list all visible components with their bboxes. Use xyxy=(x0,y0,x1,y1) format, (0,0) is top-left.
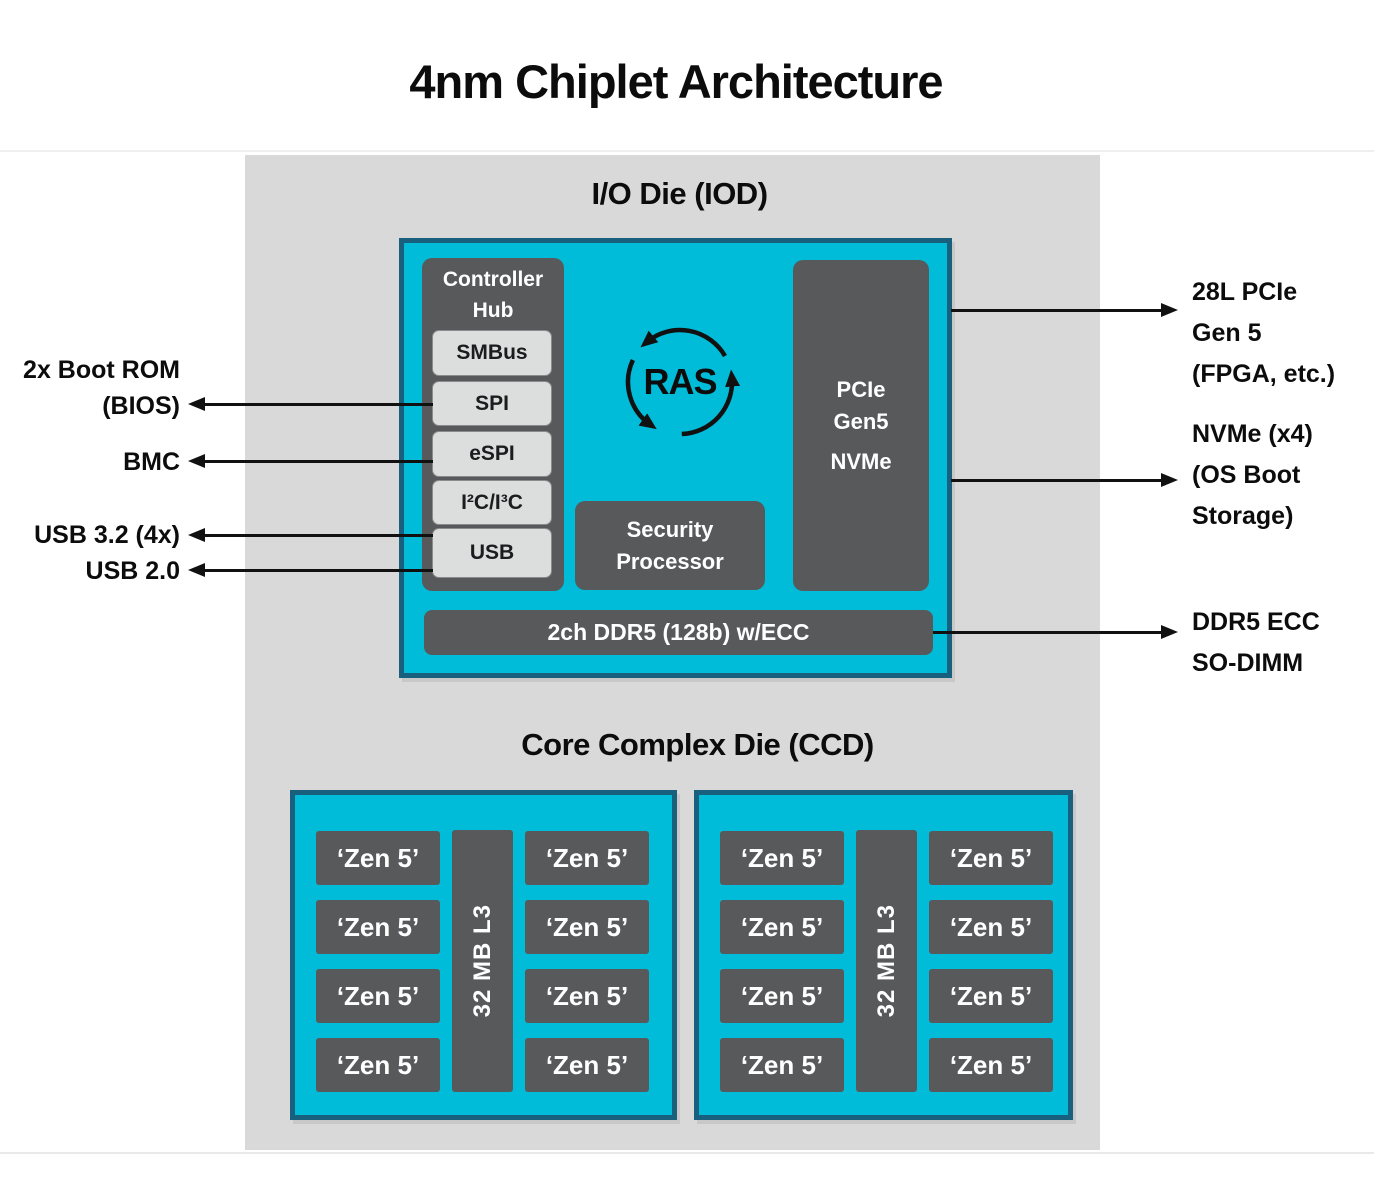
controller-hub-block: Controller Hub SMBus SPI eSPI I²C/I³C US… xyxy=(422,258,564,591)
security-processor-block: Security Processor xyxy=(575,501,765,590)
zen5-core: ‘Zen 5’ xyxy=(720,900,844,954)
ras-label: RAS xyxy=(643,361,717,402)
label-bmc: BMC xyxy=(123,448,180,476)
processor-line: Processor xyxy=(616,548,724,574)
zen5-core: ‘Zen 5’ xyxy=(720,969,844,1023)
ccd-heading: Core Complex Die (CCD) xyxy=(521,727,874,762)
arrow-boot-rom xyxy=(188,397,433,411)
zen5-core: ‘Zen 5’ xyxy=(316,969,440,1023)
divider-top xyxy=(0,150,1374,152)
port-espi: eSPI xyxy=(433,432,551,476)
label-pcie-gen5: 28L PCIe Gen 5 (FPGA, etc.) xyxy=(1192,278,1336,388)
l3-cache-bar: 32 MB L3 xyxy=(452,830,513,1092)
label-usb-20: USB 2.0 xyxy=(85,557,180,585)
nvme-line: NVMe xyxy=(830,448,892,474)
zen5-core: ‘Zen 5’ xyxy=(525,900,649,954)
label-nvme-x4: NVMe (x4) (OS Boot Storage) xyxy=(1192,420,1313,530)
zen5-core: ‘Zen 5’ xyxy=(525,831,649,885)
pcie-line: PCIe xyxy=(836,376,886,402)
zen5-core: ‘Zen 5’ xyxy=(316,1038,440,1092)
ccd-box-2: ‘Zen 5’ ‘Zen 5’ ‘Zen 5’ ‘Zen 5’ 32 MB L3… xyxy=(694,790,1073,1120)
arrow-usb-32 xyxy=(188,528,433,542)
zen5-core: ‘Zen 5’ xyxy=(525,1038,649,1092)
arrow-nvme xyxy=(951,473,1178,487)
port-spi: SPI xyxy=(433,382,551,425)
zen5-core: ‘Zen 5’ xyxy=(929,900,1053,954)
port-i2c-i3c: I²C/I³C xyxy=(433,481,551,524)
ccd-box-1: ‘Zen 5’ ‘Zen 5’ ‘Zen 5’ ‘Zen 5’ 32 MB L3… xyxy=(290,790,677,1120)
security-line: Security xyxy=(626,516,714,542)
circular-arrows-icon xyxy=(625,327,741,437)
zen5-core: ‘Zen 5’ xyxy=(316,831,440,885)
port-smbus: SMBus xyxy=(433,331,551,375)
l3-cache-bar: 32 MB L3 xyxy=(856,830,917,1092)
zen5-core: ‘Zen 5’ xyxy=(929,1038,1053,1092)
arrow-bmc xyxy=(188,454,433,468)
arrow-pcie-gen5 xyxy=(951,303,1178,317)
port-usb: USB xyxy=(433,529,551,577)
arrow-ddr5 xyxy=(933,625,1178,639)
controller-hub-title-line1: Controller xyxy=(442,268,544,291)
page-title: 4nm Chiplet Architecture xyxy=(409,55,943,108)
gen5-line: Gen5 xyxy=(833,408,889,434)
zen5-core: ‘Zen 5’ xyxy=(720,831,844,885)
controller-hub-title-line2: Hub xyxy=(472,299,514,322)
ras-cycle: RAS xyxy=(610,312,750,452)
iod-heading: I/O Die (IOD) xyxy=(591,176,768,211)
label-ddr5-ecc: DDR5 ECC SO-DIMM xyxy=(1192,608,1320,677)
divider-bottom xyxy=(0,1152,1374,1154)
label-usb-32: USB 3.2 (4x) xyxy=(34,521,180,549)
zen5-core: ‘Zen 5’ xyxy=(929,969,1053,1023)
arrow-usb-20 xyxy=(188,563,433,577)
label-boot-rom: 2x Boot ROM (BIOS) xyxy=(23,356,180,420)
controller-hub-title: Controller Hub xyxy=(422,258,564,326)
iod-box: Controller Hub SMBus SPI eSPI I²C/I³C US… xyxy=(399,238,952,678)
zen5-core: ‘Zen 5’ xyxy=(525,969,649,1023)
zen5-core: ‘Zen 5’ xyxy=(929,831,1053,885)
pcie-gen5-nvme-block: PCIe Gen5 NVMe xyxy=(793,260,929,591)
zen5-core: ‘Zen 5’ xyxy=(316,900,440,954)
ddr5-memory-bar: 2ch DDR5 (128b) w/ECC xyxy=(424,610,933,655)
zen5-core: ‘Zen 5’ xyxy=(720,1038,844,1092)
